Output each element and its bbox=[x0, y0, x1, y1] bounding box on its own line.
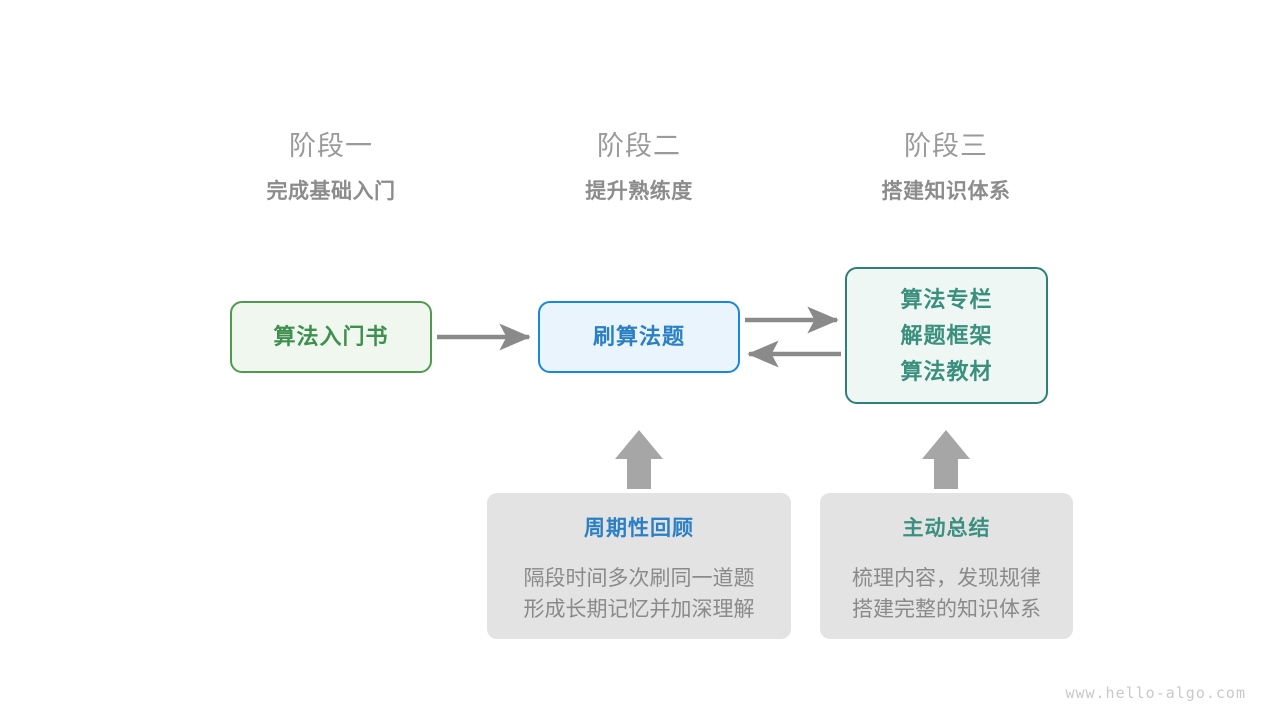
tip-review-title: 周期性回顾 bbox=[584, 517, 694, 540]
node-resources-line-1: 算法专栏 bbox=[900, 286, 993, 312]
footer-watermark: www.hello-algo.com bbox=[1065, 684, 1246, 702]
stage-1-subtitle: 完成基础入门 bbox=[266, 180, 396, 203]
stage-2-subtitle: 提升熟练度 bbox=[585, 180, 693, 203]
node-practice-line-1: 刷算法题 bbox=[592, 324, 685, 349]
stage-column-1: 阶段一 完成基础入门 bbox=[201, 129, 461, 207]
tip-card-periodic-review[interactable]: 周期性回顾 隔段时间多次刷同一道题 形成长期记忆并加深理解 bbox=[487, 493, 791, 639]
tip-summary-body: 梳理内容，发现规律 搭建完整的知识体系 bbox=[852, 563, 1041, 625]
tip-review-body-line-1: 隔段时间多次刷同一道题 bbox=[523, 567, 755, 590]
node-resources-line-2: 解题框架 bbox=[900, 322, 993, 348]
stage-column-2: 阶段二 提升熟练度 bbox=[509, 129, 769, 207]
stage-3-subtitle: 搭建知识体系 bbox=[881, 180, 1011, 203]
stage-3-title: 阶段三 bbox=[904, 131, 988, 161]
node-learning-resources[interactable]: 算法专栏 解题框架 算法教材 bbox=[845, 267, 1048, 404]
arrow-summary-to-resources bbox=[922, 430, 970, 489]
node-practice-problems[interactable]: 刷算法题 bbox=[538, 301, 740, 373]
tip-review-body-line-2: 形成长期记忆并加深理解 bbox=[523, 598, 755, 621]
tip-card-active-summary[interactable]: 主动总结 梳理内容，发现规律 搭建完整的知识体系 bbox=[820, 493, 1073, 639]
stage-column-3: 阶段三 搭建知识体系 bbox=[816, 129, 1076, 207]
tip-summary-body-line-1: 梳理内容，发现规律 bbox=[852, 567, 1041, 590]
arrow-review-to-practice bbox=[615, 430, 663, 489]
node-algorithm-intro-book[interactable]: 算法入门书 bbox=[230, 301, 432, 373]
tip-review-body: 隔段时间多次刷同一道题 形成长期记忆并加深理解 bbox=[524, 563, 755, 625]
tip-summary-body-line-2: 搭建完整的知识体系 bbox=[852, 598, 1041, 621]
stage-1-title: 阶段一 bbox=[289, 131, 373, 161]
tip-summary-title: 主动总结 bbox=[902, 517, 991, 540]
stage-2-title: 阶段二 bbox=[597, 131, 681, 161]
node-book-line-1: 算法入门书 bbox=[273, 324, 389, 349]
node-resources-line-3: 算法教材 bbox=[900, 358, 993, 384]
